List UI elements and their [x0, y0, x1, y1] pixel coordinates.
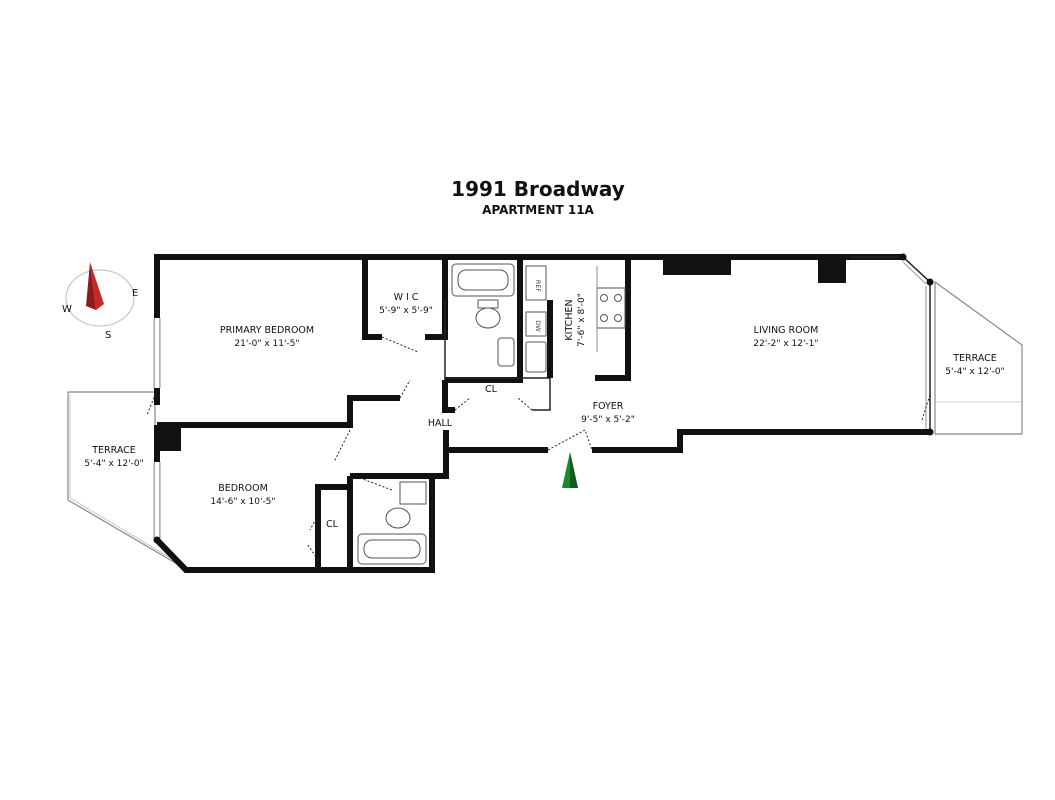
foyer-name: FOYER	[593, 401, 624, 412]
hall-name: HALL	[428, 418, 453, 429]
compass-south-label: S	[105, 330, 111, 341]
bedroom-closet-label: CL	[326, 519, 339, 530]
terrace-east-dims: 5'-4" x 12'-0"	[945, 367, 1004, 377]
terrace-west-name: TERRACE	[91, 445, 136, 456]
compass-icon: E W S	[62, 262, 138, 341]
refrigerator-icon	[525, 265, 547, 301]
stove-icon	[596, 287, 626, 329]
dishwasher-icon	[525, 311, 547, 337]
wic-name: W I C	[394, 292, 419, 303]
primary-bedroom-dims: 21'-0" x 11'-5"	[234, 339, 299, 349]
primary-bedroom-name: PRIMARY BEDROOM	[220, 325, 314, 336]
wic-dims: 5'-9" x 5'-9"	[379, 306, 433, 316]
doors	[146, 336, 931, 561]
interior-walls	[157, 257, 631, 570]
terrace-east-name: TERRACE	[952, 353, 997, 364]
bedroom-name: BEDROOM	[218, 483, 268, 494]
dishwasher-label: DW	[534, 320, 542, 332]
compass-east-label: E	[132, 288, 138, 299]
foyer-dims: 9'-5" x 5'-2"	[581, 415, 635, 425]
living-room-name: LIVING ROOM	[754, 325, 819, 336]
kitchen-name: KITCHEN	[564, 299, 575, 340]
compass-west-label: W	[62, 304, 72, 315]
plan-title: 1991 Broadway	[451, 177, 625, 201]
terrace-east: TERRACE 5'-4" x 12'-0"	[934, 280, 1023, 435]
exterior-walls	[153, 253, 934, 573]
kitchen-dims: 7'-6" x 8'-0"	[577, 293, 587, 347]
bedroom-dims: 14'-6" x 10'-5"	[210, 497, 275, 507]
terrace-west: TERRACE 5'-4" x 12'-0"	[67, 391, 185, 569]
plan-subtitle: APARTMENT 11A	[482, 203, 594, 217]
refrigerator-label: REF	[534, 280, 542, 293]
terrace-west-dims: 5'-4" x 12'-0"	[84, 459, 143, 469]
living-room-dims: 22'-2" x 12'-1"	[753, 339, 818, 349]
hall-closet-label: CL	[485, 384, 498, 395]
fixtures: REF DW	[357, 263, 626, 565]
